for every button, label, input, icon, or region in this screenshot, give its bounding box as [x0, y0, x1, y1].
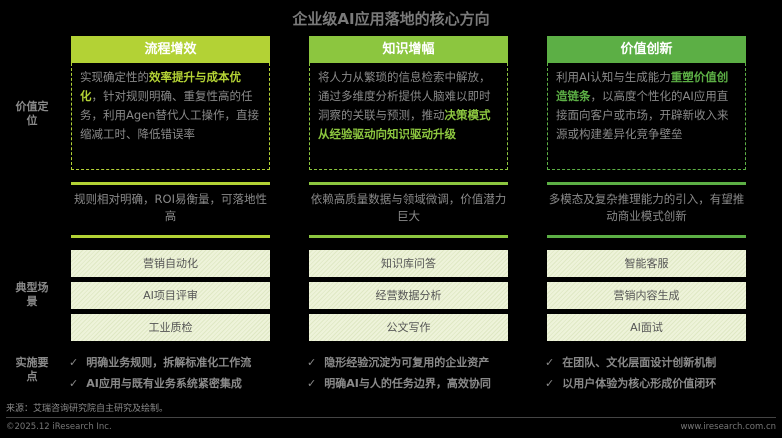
- point-text: 明确业务规则，拆解标准化工作流: [86, 356, 252, 369]
- check-icon: ✓: [545, 356, 555, 369]
- scenario-box: 知识库问答: [309, 250, 508, 277]
- point-text: 明确AI与人的任务边界，高效协同: [324, 377, 491, 390]
- divider-line: [309, 182, 508, 185]
- check-icon: ✓: [69, 377, 79, 390]
- divider-line: [71, 182, 270, 185]
- point-text: 在团队、文化层面设计创新机制: [562, 356, 717, 369]
- card-description: 将人力从繁琐的信息检索中解放，通过多维度分析提供人脑难以即时洞察的关联与预测，推…: [309, 63, 508, 170]
- divider-line: [309, 235, 508, 238]
- implementation-point: ✓ 明确业务规则，拆解标准化工作流: [69, 354, 251, 370]
- check-icon: ✓: [307, 356, 317, 369]
- check-icon: ✓: [307, 377, 317, 390]
- implementation-point: ✓ 隐形经验沉淀为可复用的企业资产: [307, 354, 489, 370]
- desc-highlight: 决策模式从经验驱动向知识驱动升级: [318, 108, 491, 141]
- card-header: 流程增效: [71, 36, 270, 63]
- divider-line: [547, 182, 746, 185]
- feature-text: 多模态及复杂推理能力的引入，有望推动商业模式创新: [548, 192, 745, 223]
- card-description: 实现确定性的效率提升与成本优化，针对规则明确、重复性高的任务，利用Agen替代人…: [71, 63, 270, 170]
- footer-divider: [6, 417, 776, 418]
- card-header: 价值创新: [547, 36, 746, 63]
- card-header: 知识增幅: [309, 36, 508, 63]
- desc-text: 将人力从繁琐的信息检索中解放，通过多维度分析提供人脑难以即时洞察的关联与预测，推…: [318, 70, 491, 122]
- divider-line: [71, 235, 270, 238]
- check-icon: ✓: [69, 356, 79, 369]
- card-description: 利用AI认知与生成能力重塑价值创造链条，以高度个性化的AI应用直接面向客户或市场…: [547, 63, 746, 170]
- row-label-value: 价值定位: [15, 100, 49, 127]
- implementation-point: ✓ 以用户体验为核心形成价值闭环: [545, 375, 716, 391]
- copyright: ©2025.12 iResearch Inc.: [6, 422, 112, 432]
- scenario-box: 工业质检: [71, 314, 270, 341]
- value-card: 价值创新 利用AI认知与生成能力重塑价值创造链条，以高度个性化的AI应用直接面向…: [547, 36, 746, 170]
- scenario-box: 智能客服: [547, 250, 746, 277]
- point-text: 隐形经验沉淀为可复用的企业资产: [324, 356, 490, 369]
- feature-text: 规则相对明确，ROI易衡量，可落地性高: [74, 192, 267, 223]
- row-label-implementation: 实施要点: [15, 356, 49, 383]
- value-card: 流程增效 实现确定性的效率提升与成本优化，针对规则明确、重复性高的任务，利用Ag…: [71, 36, 270, 170]
- implementation-point: ✓ 在团队、文化层面设计创新机制: [545, 354, 716, 370]
- scenario-box: 营销内容生成: [547, 282, 746, 309]
- value-card: 知识增幅 将人力从繁琐的信息检索中解放，通过多维度分析提供人脑难以即时洞察的关联…: [309, 36, 508, 170]
- source-note: 来源：艾瑞咨询研究院自主研究及绘制。: [6, 404, 169, 414]
- point-text: 以用户体验为核心形成价值闭环: [562, 377, 717, 390]
- point-text: AI应用与既有业务系统紧密集成: [86, 377, 242, 390]
- desc-text: ，以高度个性化的AI应用直接面向客户或市场，开辟新收入来源或构建差异化竞争壁垒: [556, 89, 729, 141]
- scenario-box: 营销自动化: [71, 250, 270, 277]
- scenario-box: 经营数据分析: [309, 282, 508, 309]
- check-icon: ✓: [545, 377, 555, 390]
- implementation-point: ✓ 明确AI与人的任务边界，高效协同: [307, 375, 491, 391]
- website: www.iresearch.com.cn: [680, 422, 776, 432]
- row-label-scenario: 典型场景: [15, 281, 49, 308]
- page-title: 企业级AI应用落地的核心方向: [292, 10, 490, 28]
- desc-highlight: 效率提升与成本优化: [80, 70, 241, 103]
- desc-text: 实现确定性的: [80, 70, 149, 84]
- divider-line: [547, 235, 746, 238]
- implementation-point: ✓ AI应用与既有业务系统紧密集成: [69, 375, 242, 391]
- desc-highlight: 重塑价值创造链条: [556, 70, 729, 103]
- scenario-box: 公文写作: [309, 314, 508, 341]
- feature-text: 依赖高质量数据与领域微调，价值潜力巨大: [310, 192, 507, 223]
- desc-text: 利用AI认知与生成能力: [556, 70, 671, 84]
- scenario-box: AI项目评审: [71, 282, 270, 309]
- desc-text: ，针对规则明确、重复性高的任务，利用Agen替代人工操作，直接缩减工时、降低错误…: [80, 89, 260, 141]
- scenario-box: AI面试: [547, 314, 746, 341]
